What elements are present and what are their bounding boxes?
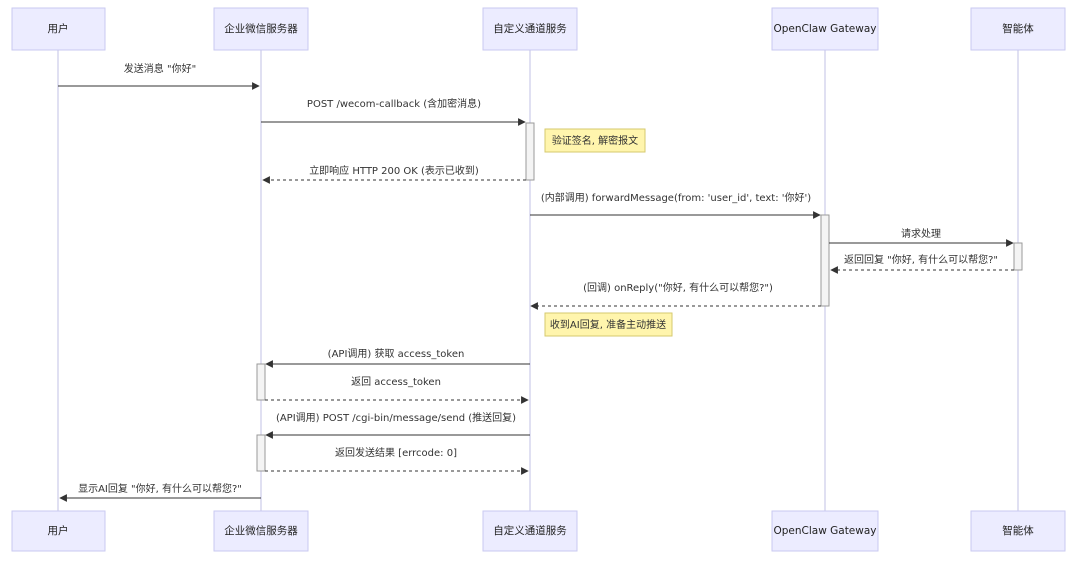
message: (内部调用) forwardMessage(from: 'user_id', t…	[530, 191, 821, 219]
actor-channel-top: 自定义通道服务	[482, 7, 578, 51]
actor-wecom-bottom: 企业微信服务器	[213, 510, 309, 552]
message-label: 立即响应 HTTP 200 OK (表示已收到)	[309, 164, 479, 177]
message: 发送消息 "你好"	[58, 62, 260, 90]
actor-label: 企业微信服务器	[224, 524, 298, 537]
message-label: (回调) onReply("你好, 有什么可以帮您?")	[583, 281, 773, 294]
message-label: 发送消息 "你好"	[124, 62, 196, 75]
actor-gateway-bottom: OpenClaw Gateway	[771, 510, 879, 552]
actor-channel-bottom: 自定义通道服务	[482, 510, 578, 552]
actor-agent-bottom: 智能体	[970, 510, 1066, 552]
message: 立即响应 HTTP 200 OK (表示已收到)	[262, 164, 526, 184]
actor-agent-top: 智能体	[970, 7, 1066, 51]
messages: 发送消息 "你好" POST /wecom-callback (含加密消息) 立…	[58, 62, 1014, 502]
actor-wecom-top: 企业微信服务器	[213, 7, 309, 51]
actors-bottom: 用户 企业微信服务器 自定义通道服务 OpenClaw Gateway 智能体	[11, 510, 1066, 552]
message-label: 返回回复 "你好, 有什么可以帮您?"	[844, 253, 998, 266]
message: 返回 access_token	[265, 376, 529, 404]
notes: 验证签名, 解密报文 收到AI回复, 准备主动推送	[544, 128, 673, 337]
note-verify-signature: 验证签名, 解密报文	[544, 128, 646, 153]
message-label: 显示AI回复 "你好, 有什么可以帮您?"	[78, 482, 242, 495]
lifelines	[57, 50, 1019, 511]
note-ai-reply-received: 收到AI回复, 准备主动推送	[544, 312, 673, 337]
actor-label: OpenClaw Gateway	[773, 525, 876, 537]
message-label: POST /wecom-callback (含加密消息)	[307, 97, 481, 110]
message: POST /wecom-callback (含加密消息)	[261, 97, 526, 126]
activation-wecom-send	[256, 434, 266, 472]
message: (API调用) 获取 access_token	[265, 348, 530, 368]
actor-label: 用户	[48, 524, 69, 537]
actor-label: 自定义通道服务	[493, 524, 567, 537]
note-label: 验证签名, 解密报文	[552, 134, 638, 147]
actor-label: 智能体	[1002, 524, 1034, 537]
message: 返回发送结果 [errcode: 0]	[265, 446, 529, 475]
note-label: 收到AI回复, 准备主动推送	[550, 318, 666, 331]
message: 显示AI回复 "你好, 有什么可以帮您?"	[59, 482, 261, 502]
message-label: (内部调用) forwardMessage(from: 'user_id', t…	[541, 191, 811, 204]
actor-label: 智能体	[1002, 22, 1034, 35]
actor-gateway-top: OpenClaw Gateway	[771, 7, 879, 51]
actors-top: 用户 企业微信服务器 自定义通道服务 OpenClaw Gateway 智能体	[11, 7, 1066, 51]
message-label: (API调用) POST /cgi-bin/message/send (推送回复…	[276, 411, 516, 424]
actor-label: 企业微信服务器	[224, 22, 298, 35]
activations	[256, 122, 1023, 472]
activation-channel	[525, 122, 535, 181]
message-label: 返回发送结果 [errcode: 0]	[335, 446, 457, 459]
actor-label: 用户	[48, 22, 69, 35]
activation-wecom-token	[256, 363, 266, 401]
actor-label: OpenClaw Gateway	[773, 23, 876, 35]
activation-gateway	[820, 214, 830, 307]
actor-user-bottom: 用户	[11, 510, 106, 552]
message-label: 请求处理	[901, 227, 941, 240]
message: 返回回复 "你好, 有什么可以帮您?"	[830, 253, 1014, 274]
actor-user-top: 用户	[11, 7, 106, 51]
actor-label: 自定义通道服务	[493, 22, 567, 35]
message-label: (API调用) 获取 access_token	[328, 348, 465, 360]
message: 请求处理	[829, 227, 1014, 247]
message: (回调) onReply("你好, 有什么可以帮您?")	[530, 281, 821, 310]
message-label: 返回 access_token	[351, 376, 441, 388]
activation-agent	[1013, 242, 1023, 271]
message: (API调用) POST /cgi-bin/message/send (推送回复…	[265, 411, 530, 439]
